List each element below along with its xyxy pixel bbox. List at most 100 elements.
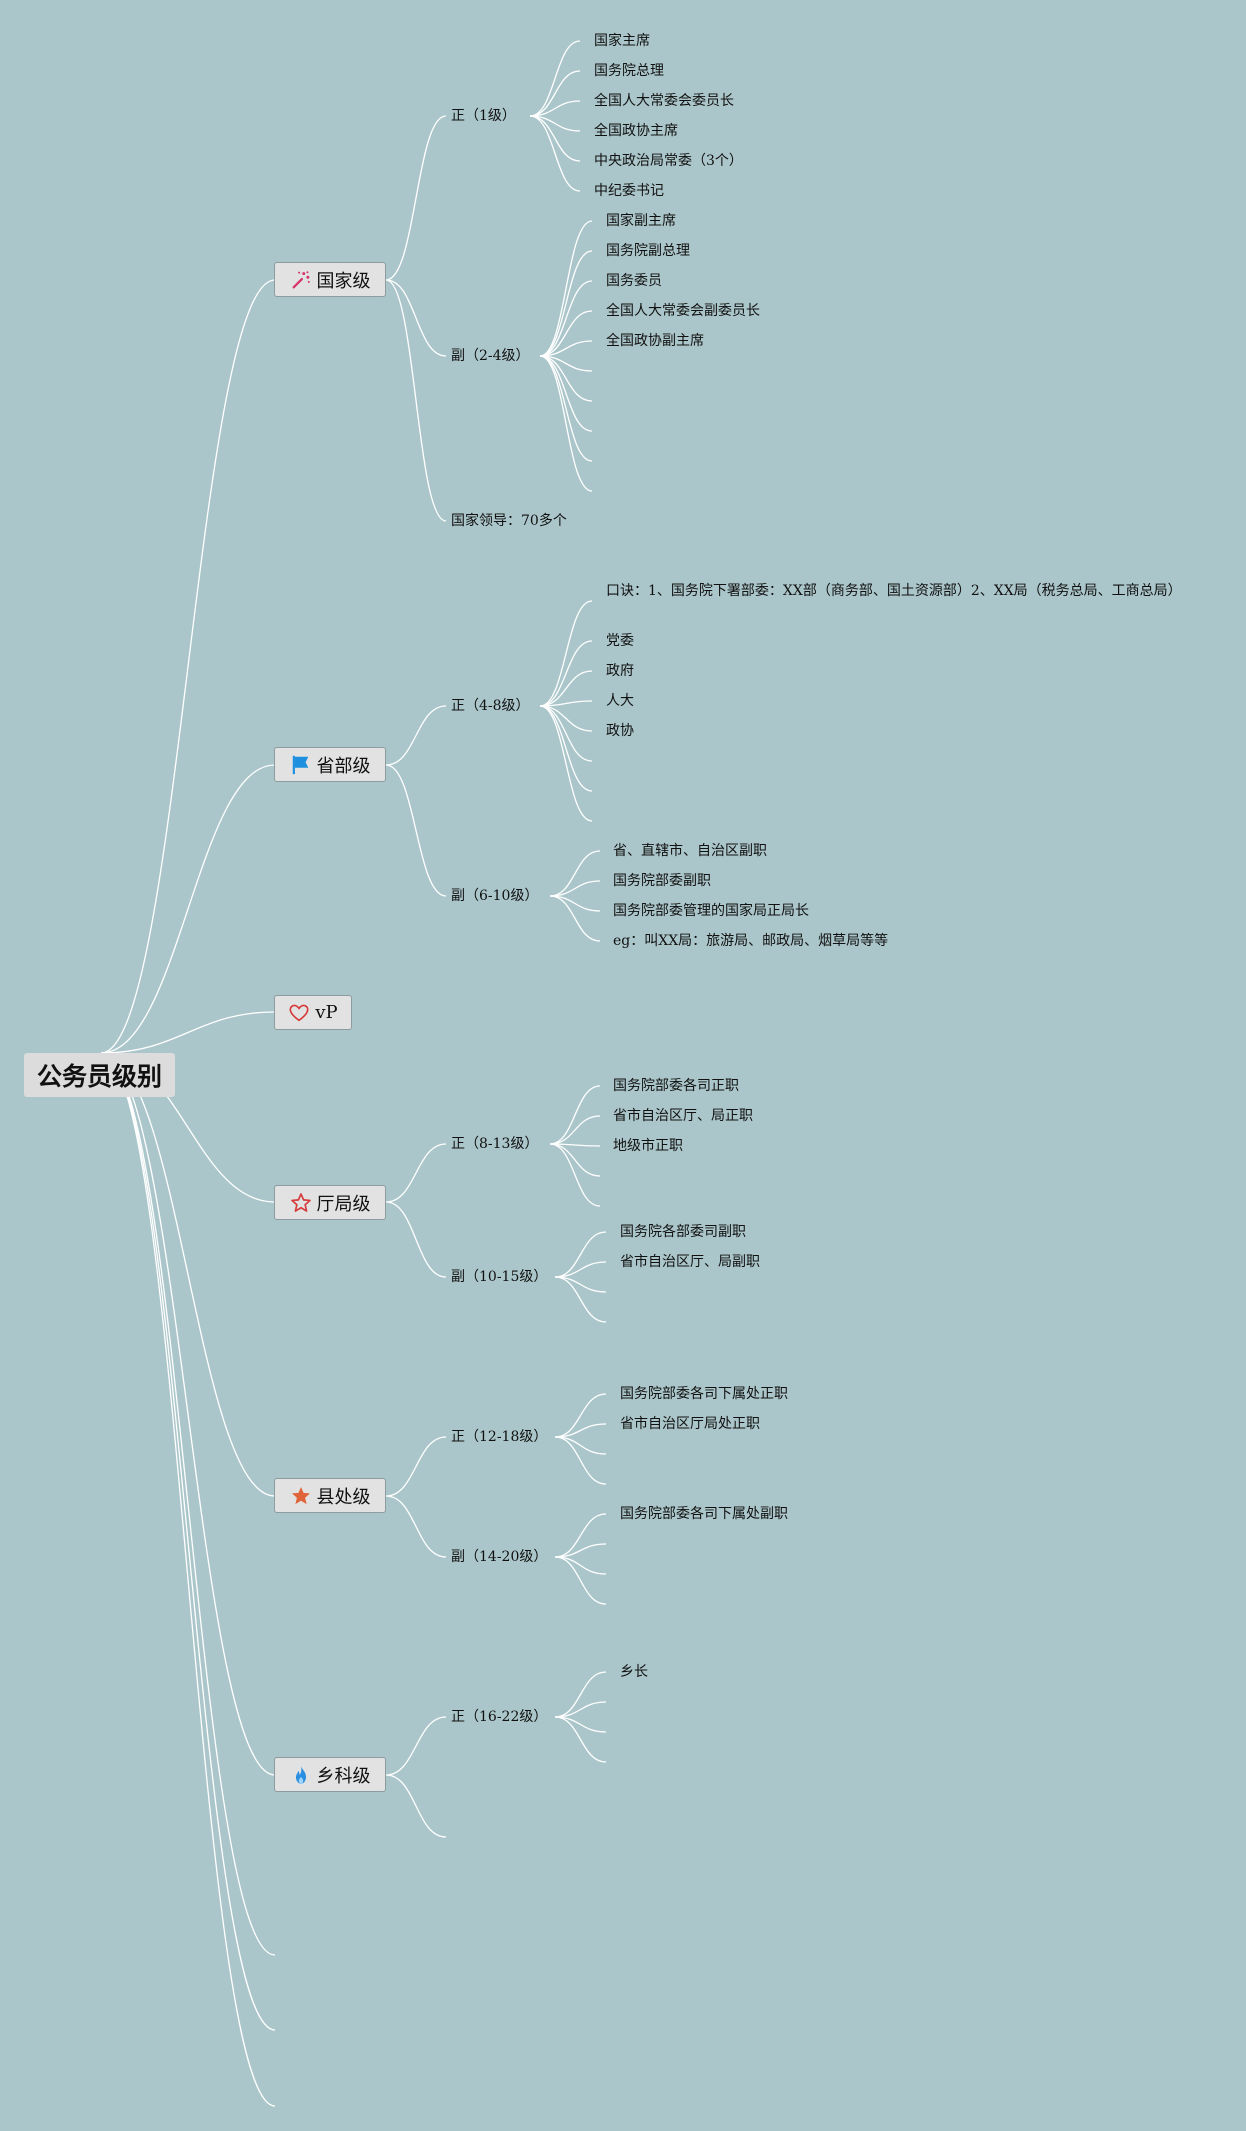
connector-5 (100, 1052, 276, 1776)
leaf-provincial-fu-3[interactable]: eg：叫XX局：旅游局、邮政局、烟草局等等 (613, 933, 889, 949)
flame-icon (290, 1764, 312, 1786)
connector-62 (554, 1556, 607, 1605)
note-national-leaders[interactable]: 国家领导：70多个 (451, 513, 567, 529)
branch-national[interactable]: 国家级 (274, 262, 386, 297)
connector-49 (554, 1231, 607, 1278)
leaf-provincial-fu-2[interactable]: 国务院部委管理的国家局正局长 (613, 903, 809, 919)
leaf-national-zheng-4[interactable]: 中央政治局常委（3个） (594, 153, 743, 169)
leaf-provincial-fu-0[interactable]: 省、直辖市、自治区副职 (613, 843, 767, 859)
leaf-provincial-zheng-1[interactable]: 党委 (606, 633, 634, 649)
leaf-county-zheng-1[interactable]: 省市自治区厅局处正职 (620, 1416, 760, 1432)
connector-41 (549, 895, 601, 942)
leaf-provincial-zheng-0[interactable]: 口诀：1、国务院下署部委：XX部（商务部、国土资源部）2、XX局（税务总局、工商… (606, 583, 1182, 599)
connector-0 (100, 279, 276, 1054)
connector-22 (539, 340, 593, 357)
leaf-national-zheng-5[interactable]: 中纪委书记 (594, 183, 664, 199)
blue-flag-icon (290, 754, 312, 776)
connector-4 (100, 1052, 276, 1497)
connector-60 (554, 1543, 607, 1558)
connector-66 (554, 1701, 607, 1718)
star-outline-icon (290, 1192, 312, 1214)
connector-12 (529, 40, 581, 117)
level-provincial-fu[interactable]: 副（6-10级） (451, 888, 539, 904)
leaf-provincial-zheng-4[interactable]: 政协 (606, 723, 634, 739)
heart-outline-icon (288, 1002, 310, 1024)
connector-2 (100, 1011, 276, 1054)
branch-label: 省部级 (316, 755, 371, 777)
level-county-zheng[interactable]: 正（12-18级） (451, 1429, 548, 1445)
leaf-bureau-fu-0[interactable]: 国务院各部委司副职 (620, 1224, 746, 1240)
connector-30 (539, 600, 593, 707)
connector-18 (539, 220, 593, 357)
leaf-national-fu-4[interactable]: 全国政协副主席 (606, 333, 704, 349)
level-bureau-fu[interactable]: 副（10-15级） (451, 1269, 548, 1285)
leaf-provincial-zheng-3[interactable]: 人大 (606, 693, 634, 709)
leaf-national-fu-0[interactable]: 国家副主席 (606, 213, 676, 229)
connector-57 (554, 1436, 607, 1455)
leaf-national-fu-2[interactable]: 国务委员 (606, 273, 662, 289)
branch-label: 乡科级 (316, 1765, 371, 1787)
connector-37 (539, 705, 593, 822)
branch-label: 县处级 (316, 1486, 371, 1508)
root-topic[interactable]: 公务员级别 (24, 1053, 175, 1097)
connector-11 (385, 279, 447, 522)
connector-45 (549, 1115, 601, 1145)
leaf-bureau-zheng-0[interactable]: 国务院部委各司正职 (613, 1078, 739, 1094)
leaf-bureau-zheng-2[interactable]: 地级市正职 (613, 1138, 683, 1154)
level-national-zheng[interactable]: 正（1级） (451, 108, 516, 124)
magic-wand-icon (290, 269, 312, 291)
branch-bureau[interactable]: 厅局级 (274, 1185, 386, 1220)
leaf-provincial-zheng-2[interactable]: 政府 (606, 663, 634, 679)
leaf-national-fu-3[interactable]: 全国人大常委会副委员长 (606, 303, 760, 319)
level-county-fu[interactable]: 副（14-20级） (451, 1549, 548, 1565)
leaf-national-zheng-3[interactable]: 全国政协主席 (594, 123, 678, 139)
connector-48 (549, 1143, 601, 1207)
leaf-national-zheng-1[interactable]: 国务院总理 (594, 63, 664, 79)
branch-vp[interactable]: vP (274, 995, 352, 1030)
branch-township[interactable]: 乡科级 (274, 1757, 386, 1792)
level-township-zheng[interactable]: 正（16-22级） (451, 1709, 548, 1725)
leaf-national-zheng-2[interactable]: 全国人大常委会委员长 (594, 93, 734, 109)
connector-28 (385, 705, 447, 766)
leaf-provincial-fu-1[interactable]: 国务院部委副职 (613, 873, 711, 889)
connector-13 (529, 70, 581, 117)
connector-20 (539, 280, 593, 357)
leaf-county-fu-0[interactable]: 国务院部委各司下属处副职 (620, 1506, 788, 1522)
leaf-bureau-fu-1[interactable]: 省市自治区厅、局副职 (620, 1254, 760, 1270)
level-bureau-zheng[interactable]: 正（8-13级） (451, 1136, 539, 1152)
leaf-township-zheng-0[interactable]: 乡长 (620, 1664, 648, 1680)
connector-26 (539, 355, 593, 462)
connector-32 (539, 670, 593, 707)
connector-64 (385, 1774, 447, 1838)
connector-25 (539, 355, 593, 432)
connector-6 (100, 1052, 276, 1956)
connector-44 (549, 1085, 601, 1145)
connector-58 (554, 1436, 607, 1485)
connector-1 (100, 764, 276, 1054)
connector-52 (554, 1276, 607, 1323)
connector-24 (539, 355, 593, 402)
connector-19 (539, 250, 593, 357)
connector-42 (385, 1143, 447, 1203)
connector-17 (529, 115, 581, 192)
branch-label: 厅局级 (316, 1193, 371, 1215)
branch-provincial[interactable]: 省部级 (274, 747, 386, 782)
level-national-fu[interactable]: 副（2-4级） (451, 348, 530, 364)
leaf-county-zheng-0[interactable]: 国务院部委各司下属处正职 (620, 1386, 788, 1402)
connector-53 (385, 1436, 447, 1497)
branch-county[interactable]: 县处级 (274, 1478, 386, 1513)
connector-47 (549, 1143, 601, 1177)
leaf-bureau-zheng-1[interactable]: 省市自治区厅、局正职 (613, 1108, 753, 1124)
connector-68 (554, 1716, 607, 1763)
connector-10 (385, 279, 447, 357)
star-filled-icon (290, 1485, 312, 1507)
connector-16 (529, 115, 581, 162)
leaf-national-zheng-0[interactable]: 国家主席 (594, 33, 650, 49)
leaf-national-fu-1[interactable]: 国务院副总理 (606, 243, 690, 259)
connector-21 (539, 310, 593, 357)
branch-label: vP (315, 1002, 338, 1023)
connector-29 (385, 764, 447, 897)
connector-7 (100, 1052, 276, 2031)
level-provincial-zheng[interactable]: 正（4-8级） (451, 698, 530, 714)
connector-56 (554, 1423, 607, 1438)
